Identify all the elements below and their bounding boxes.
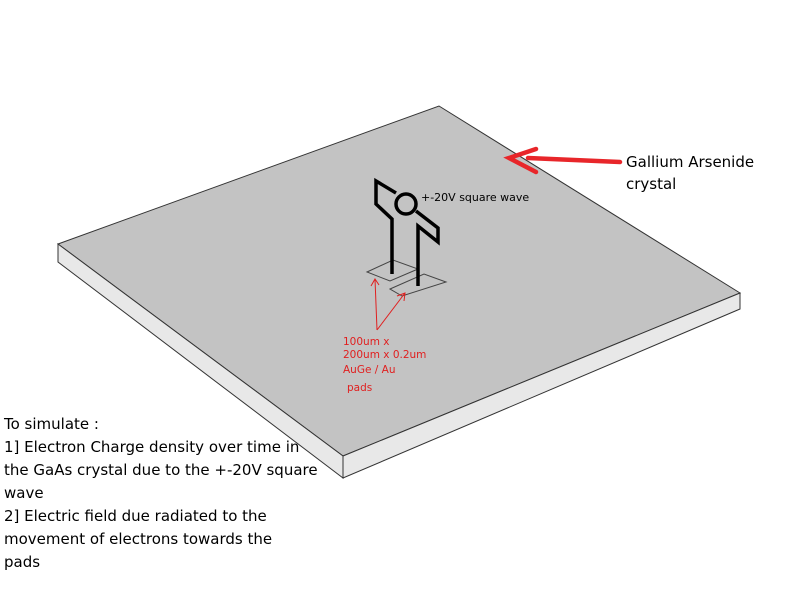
pad-arrow-1-head-icon — [370, 278, 380, 287]
left-wire — [374, 177, 397, 274]
simulate-line-4: 2] Electric field due radiated to the — [4, 507, 267, 525]
simulation-notes: To simulate : 1] Electron Charge density… — [3, 415, 318, 571]
simulate-line-2: the GaAs crystal due to the +-20V square — [4, 461, 318, 479]
pad-arrow-2-head-icon — [396, 292, 406, 302]
gaas-crystal-slab — [56, 105, 742, 480]
source-circle-icon — [394, 192, 418, 216]
pad-label-line4: pads — [347, 382, 372, 394]
slab-front-right-face — [342, 292, 741, 479]
pad-label-line1: 100um x — [343, 336, 389, 348]
pad-arrow-1 — [374, 278, 378, 331]
crystal-annotation: Gallium Arsenide crystal — [503, 146, 754, 193]
crystal-arrow-head-icon — [503, 146, 539, 175]
simulate-line-5: movement of electrons towards the — [4, 530, 272, 548]
source-label: +-20V square wave — [421, 191, 529, 204]
simulate-heading: To simulate : — [3, 415, 99, 433]
pad-label-line3: AuGe / Au — [343, 364, 396, 376]
pad-annotation: 100um x 200um x 0.2um AuGe / Au pads — [343, 278, 426, 394]
simulate-line-1: 1] Electron Charge density over time in — [4, 438, 299, 456]
crystal-arrow-shaft — [525, 155, 623, 165]
crystal-label-line2: crystal — [626, 175, 676, 193]
crystal-label-line1: Gallium Arsenide — [626, 153, 754, 171]
pad-lower — [388, 273, 448, 297]
pad-arrow-2 — [376, 292, 406, 331]
square-wave-source: +-20V square wave — [374, 177, 529, 286]
right-wire — [414, 209, 440, 286]
pad-label-line2: 200um x 0.2um — [343, 349, 426, 361]
simulate-line-3: wave — [4, 484, 44, 502]
simulate-line-6: pads — [4, 553, 40, 571]
